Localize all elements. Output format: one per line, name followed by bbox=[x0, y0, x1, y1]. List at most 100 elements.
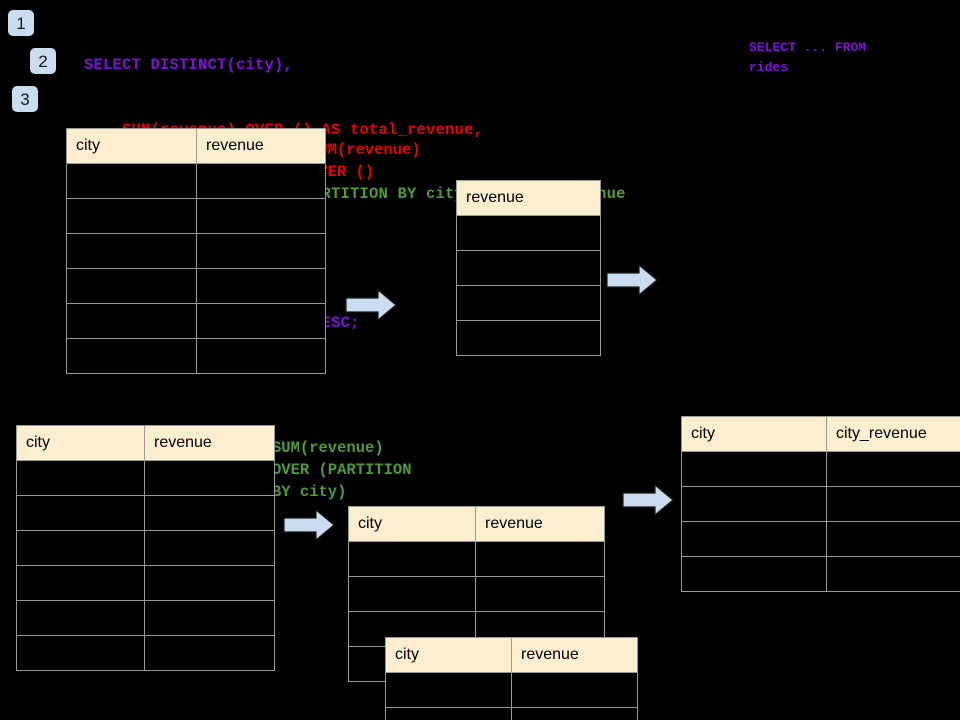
table-row bbox=[681, 451, 960, 487]
cell-city bbox=[16, 530, 145, 566]
column-header-revenue: revenue bbox=[196, 128, 326, 164]
cell-revenue bbox=[511, 672, 638, 708]
column-header-city: city bbox=[348, 506, 476, 542]
cell-city bbox=[348, 576, 476, 612]
step-badge-1-label: 1 bbox=[16, 13, 26, 33]
cell-city bbox=[16, 460, 145, 496]
table-row bbox=[16, 530, 275, 566]
table-row bbox=[456, 320, 601, 356]
table-header-row: city revenue bbox=[66, 128, 326, 164]
cell-city-revenue bbox=[826, 556, 960, 592]
cell-revenue bbox=[456, 250, 601, 286]
table-row bbox=[66, 303, 326, 339]
table-row bbox=[681, 556, 960, 592]
table-header-row: city revenue bbox=[385, 637, 638, 673]
annotation-sum-over-partition: SUM(revenue) OVER (PARTITION BY city) bbox=[272, 439, 412, 501]
cell-city bbox=[66, 163, 197, 199]
table-row bbox=[16, 565, 275, 601]
cell-city bbox=[16, 495, 145, 531]
table-row bbox=[681, 521, 960, 557]
table-header-row: city revenue bbox=[16, 425, 275, 461]
arrow-top-first bbox=[345, 288, 397, 327]
table-row bbox=[16, 635, 275, 671]
arrow-bottom-first bbox=[283, 508, 335, 547]
table-row bbox=[66, 198, 326, 234]
cell-revenue bbox=[511, 707, 638, 720]
cell-revenue bbox=[144, 495, 275, 531]
table-header-row: revenue bbox=[456, 180, 601, 216]
table-row bbox=[456, 285, 601, 321]
table-partition-group-b: city revenue bbox=[385, 637, 638, 720]
sql-line-1: SELECT DISTINCT(city), bbox=[84, 56, 294, 74]
cell-city bbox=[681, 451, 827, 487]
cell-revenue bbox=[196, 303, 326, 339]
table-row bbox=[66, 163, 326, 199]
cell-city bbox=[385, 707, 512, 720]
cell-city bbox=[681, 486, 827, 522]
cell-city bbox=[348, 541, 476, 577]
cell-city bbox=[66, 198, 197, 234]
cell-city bbox=[16, 600, 145, 636]
column-header-city: city bbox=[385, 637, 512, 673]
table-row bbox=[348, 541, 605, 577]
table-row bbox=[681, 486, 960, 522]
step-badge-3: 3 bbox=[12, 86, 38, 112]
step-badge-2: 2 bbox=[30, 48, 56, 74]
cell-city bbox=[681, 521, 827, 557]
table-row bbox=[16, 460, 275, 496]
table-total-revenue: revenue bbox=[456, 180, 601, 356]
cell-city-revenue bbox=[826, 451, 960, 487]
cell-revenue bbox=[196, 338, 326, 374]
table-row bbox=[16, 495, 275, 531]
table-rides-source-top: city revenue bbox=[66, 128, 326, 374]
table-row bbox=[66, 233, 326, 269]
column-header-revenue: revenue bbox=[144, 425, 275, 461]
table-row bbox=[456, 250, 601, 286]
cell-revenue bbox=[196, 233, 326, 269]
cell-city bbox=[66, 233, 197, 269]
column-header-city: city bbox=[681, 416, 827, 452]
table-row bbox=[16, 600, 275, 636]
cell-revenue bbox=[196, 268, 326, 304]
step-badge-2-label: 2 bbox=[38, 51, 48, 71]
table-row bbox=[66, 338, 326, 374]
cell-revenue bbox=[456, 320, 601, 356]
table-header-row: city city_revenue bbox=[681, 416, 960, 452]
cell-city bbox=[66, 338, 197, 374]
cell-revenue bbox=[196, 163, 326, 199]
table-row bbox=[66, 268, 326, 304]
cell-revenue bbox=[475, 541, 605, 577]
cell-revenue bbox=[144, 565, 275, 601]
table-row bbox=[385, 672, 638, 708]
table-rides-source-bottom: city revenue bbox=[16, 425, 275, 671]
table-row bbox=[348, 576, 605, 612]
table-city-revenue-result: city city_revenue bbox=[681, 416, 960, 592]
column-header-city-revenue: city_revenue bbox=[826, 416, 960, 452]
cell-city bbox=[16, 635, 145, 671]
table-row bbox=[385, 707, 638, 720]
cell-revenue bbox=[456, 285, 601, 321]
column-header-city: city bbox=[66, 128, 197, 164]
column-header-city: city bbox=[16, 425, 145, 461]
step-badge-3-label: 3 bbox=[20, 89, 30, 109]
column-header-revenue: revenue bbox=[456, 180, 601, 216]
cell-revenue bbox=[456, 215, 601, 251]
annotation-select-from-rides: SELECT ... FROM rides bbox=[749, 40, 867, 75]
cell-city bbox=[66, 303, 197, 339]
cell-revenue bbox=[144, 635, 275, 671]
column-header-revenue: revenue bbox=[511, 637, 638, 673]
cell-city-revenue bbox=[826, 486, 960, 522]
cell-city bbox=[66, 268, 197, 304]
cell-city bbox=[16, 565, 145, 601]
arrow-top-second bbox=[606, 263, 658, 302]
arrow-bottom-second bbox=[622, 483, 674, 522]
cell-revenue bbox=[196, 198, 326, 234]
table-header-row: city revenue bbox=[348, 506, 605, 542]
cell-revenue bbox=[144, 600, 275, 636]
table-row bbox=[456, 215, 601, 251]
cell-revenue bbox=[144, 460, 275, 496]
cell-city bbox=[385, 672, 512, 708]
cell-revenue bbox=[475, 576, 605, 612]
step-badge-1: 1 bbox=[8, 10, 34, 36]
